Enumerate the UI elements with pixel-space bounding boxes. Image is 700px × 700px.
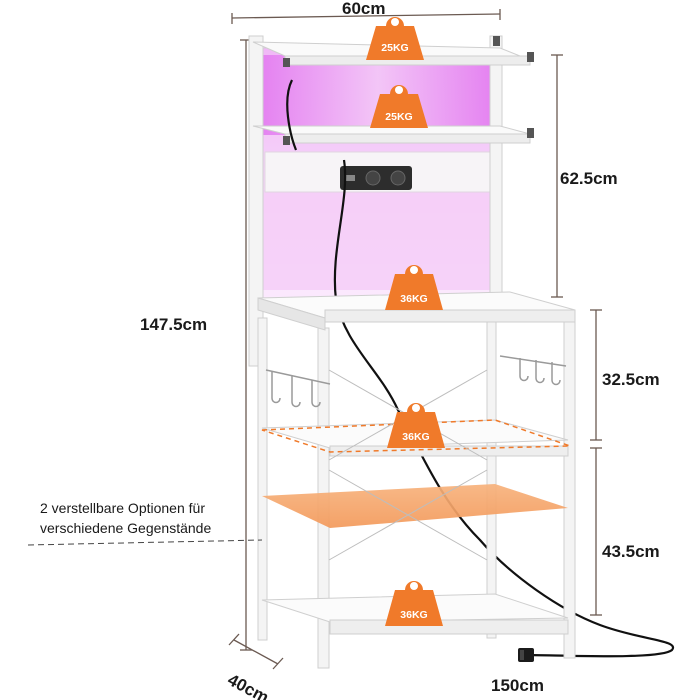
- power-strip: [340, 166, 412, 190]
- bracket: [527, 128, 534, 138]
- upper-gap-label: 32.5cm: [602, 370, 660, 389]
- bracket: [283, 136, 290, 145]
- adjustable-shelf-highlight: [262, 484, 568, 528]
- cross-braces: [328, 369, 488, 561]
- adjustable-note-line2: verschiedene Gegenstände: [40, 520, 212, 537]
- weight-label-second-shelf: 25KG: [385, 111, 413, 123]
- led-glow-lower: [262, 190, 494, 290]
- weight-tags: [366, 17, 445, 626]
- bracket: [283, 58, 290, 67]
- cable-length-label: 150cm: [491, 676, 544, 695]
- weight-tag-bottom-shelf: [385, 581, 443, 626]
- leg-front-right: [563, 312, 576, 659]
- weight-label-tabletop: 36KG: [400, 293, 428, 305]
- hutch: [248, 35, 675, 662]
- note-pointer-line: [27, 539, 263, 546]
- hooks: [265, 355, 567, 408]
- weight-label-middle-shelf: 36KG: [402, 431, 430, 443]
- hutch-side-right: [489, 35, 503, 299]
- depth-dimension-line: [233, 639, 279, 665]
- total-height-label: 147.5cm: [140, 315, 208, 334]
- dimension-lines: [228, 9, 602, 670]
- weight-tag-top-shelf: [366, 17, 424, 60]
- plug: [518, 648, 534, 662]
- weight-tag-second-shelf: [370, 85, 428, 128]
- adjustable-note-line1: 2 verstellbare Optionen für: [40, 500, 205, 516]
- weight-label-top-shelf: 25KG: [381, 42, 409, 54]
- lower-gap-label: 43.5cm: [602, 542, 660, 561]
- adjustable-note: 2 verstellbare Optionen für verschiedene…: [40, 498, 211, 539]
- weight-tag-tabletop: [385, 265, 443, 310]
- weight-label-bottom-shelf: 36KG: [400, 609, 428, 621]
- weight-tag-middle-shelf: [387, 403, 445, 448]
- bracket: [527, 52, 534, 62]
- hutch-height-label: 62.5cm: [560, 169, 618, 188]
- width-dimension-line: [231, 13, 501, 19]
- hutch-side-left: [248, 35, 264, 367]
- width-label: 60cm: [342, 0, 386, 18]
- leg-front-left: [257, 317, 268, 641]
- leg-back-right: [486, 317, 497, 639]
